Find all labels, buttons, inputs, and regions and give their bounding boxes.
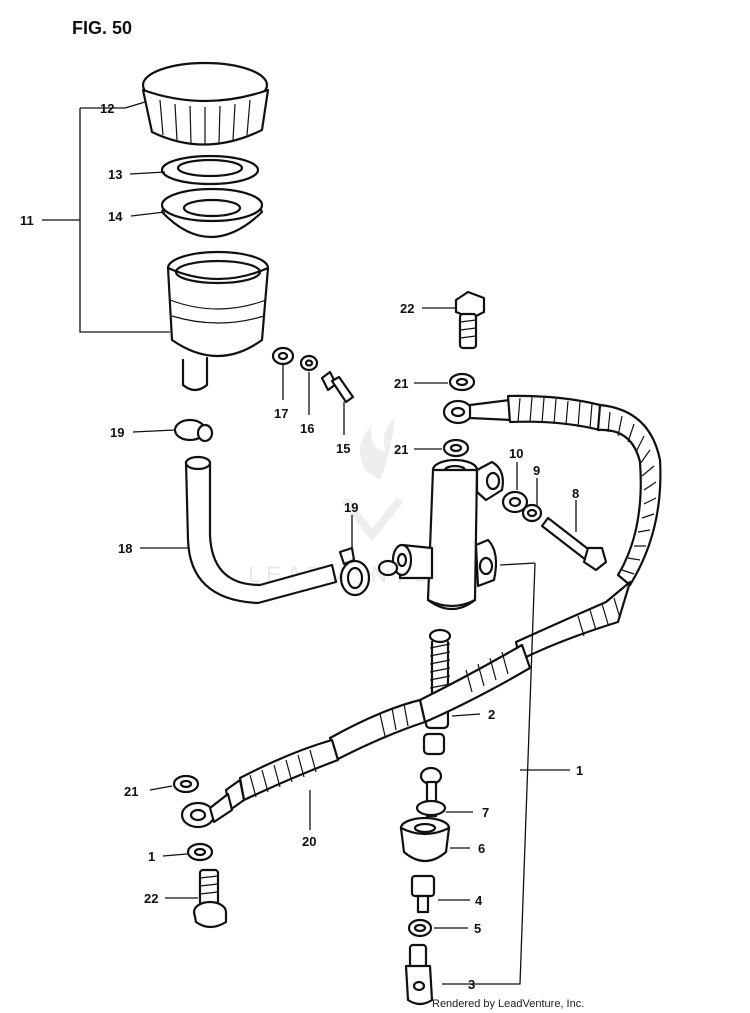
render-credit: Rendered by LeadVenture, Inc. [432, 998, 584, 1010]
callout-15: 15 [336, 441, 350, 456]
diaphragm-plate [160, 154, 260, 186]
callout-19-upper: 19 [110, 425, 124, 440]
callout-14: 14 [108, 209, 123, 224]
callout-7: 7 [482, 805, 489, 820]
callout-11: 11 [20, 213, 34, 228]
gasket-21-middle [442, 438, 470, 458]
callout-9: 9 [533, 463, 540, 478]
hose-clamp-upper [173, 418, 214, 443]
callout-5: 5 [474, 921, 481, 936]
clevis [404, 943, 434, 1006]
bolt-15 [320, 370, 355, 404]
callout-16: 16 [300, 421, 314, 436]
diaphragm [160, 187, 264, 239]
callout-21-upper: 21 [394, 376, 408, 391]
callout-1: 1 [576, 763, 583, 778]
dust-boot [399, 816, 451, 863]
figure-title: FIG. 50 [72, 18, 132, 38]
callout-17: 17 [274, 406, 288, 421]
washer-1-lower [186, 842, 214, 862]
master-cylinder-body [377, 458, 504, 611]
callout-19-lower: 19 [344, 500, 358, 515]
brake-hose-lower [180, 580, 632, 829]
reservoir-hose [184, 455, 338, 605]
callout-8: 8 [572, 486, 579, 501]
callout-18: 18 [118, 541, 132, 556]
leader-lines [42, 101, 577, 985]
union-bolt-lower [192, 868, 228, 929]
bolt-8 [540, 516, 608, 572]
nut-16 [299, 354, 319, 372]
callout-12: 12 [100, 101, 114, 116]
callout-6: 6 [478, 841, 485, 856]
callout-2: 2 [488, 707, 495, 722]
lock-nut [407, 918, 433, 938]
callout-22-lower: 22 [144, 891, 158, 906]
callout-4: 4 [475, 893, 483, 908]
hose-clamp-lower [338, 546, 371, 597]
gasket-21-lower [172, 774, 200, 794]
reservoir-body [166, 250, 270, 392]
callout-20: 20 [302, 834, 316, 849]
push-rod [415, 766, 447, 818]
brake-hose-upper [442, 394, 662, 587]
callout-22-upper: 22 [400, 301, 414, 316]
reservoir-cap [141, 61, 270, 146]
callout-13: 13 [108, 167, 122, 182]
callout-21-lower: 21 [124, 784, 138, 799]
gasket-21-upper [448, 372, 476, 392]
callout-21-middle: 21 [394, 442, 408, 457]
callouts: 12 11 13 14 17 16 15 19 18 19 22 21 21 1… [20, 101, 583, 992]
washer-17 [271, 346, 295, 366]
callout-10: 10 [509, 446, 523, 461]
union-bolt-upper [454, 290, 486, 350]
rod-nut [410, 874, 436, 914]
washer-10 [501, 490, 529, 514]
nut-9 [521, 503, 543, 523]
callout-3: 3 [468, 977, 475, 992]
callout-1-lower: 1 [148, 849, 155, 864]
